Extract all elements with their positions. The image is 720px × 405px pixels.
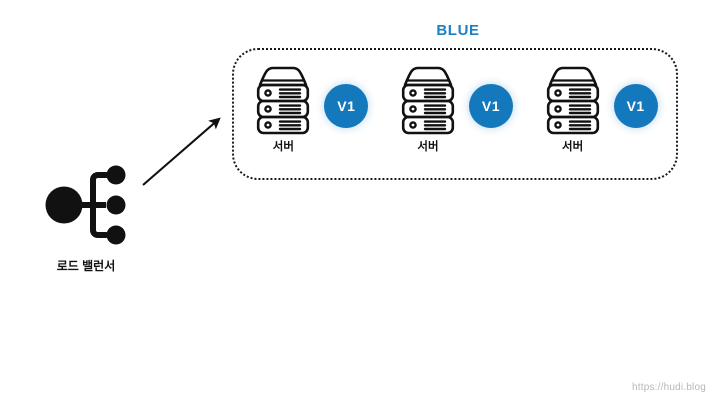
server-unit: 서버 xyxy=(252,64,314,154)
version-badge: V1 xyxy=(324,84,369,128)
blue-group-label: BLUE xyxy=(436,22,480,39)
server-unit: 서버 xyxy=(542,64,604,154)
server-unit: 서버 xyxy=(397,64,459,154)
server-stack-icon xyxy=(257,66,310,135)
server-label: 서버 xyxy=(562,141,584,153)
version-badge: V1 xyxy=(468,84,513,128)
server-node: 서버 V1 xyxy=(397,64,513,154)
server-stack-icon xyxy=(401,66,455,135)
server-label: 서버 xyxy=(272,141,294,153)
server-node: 서버 V1 xyxy=(252,64,369,154)
server-stack-icon xyxy=(546,66,599,135)
arrow-icon xyxy=(142,117,221,186)
watermark: https://hudi.blog xyxy=(631,382,706,393)
server-label: 서버 xyxy=(417,141,439,153)
server-node: 서버 V1 xyxy=(542,64,658,154)
blue-group-container xyxy=(232,48,678,180)
load-balancer-icon xyxy=(45,165,126,245)
server-node-list: 서버 V1 xyxy=(232,48,678,180)
version-badge: V1 xyxy=(613,84,658,128)
load-balancer-label: 로드 밸런서 xyxy=(56,259,116,273)
